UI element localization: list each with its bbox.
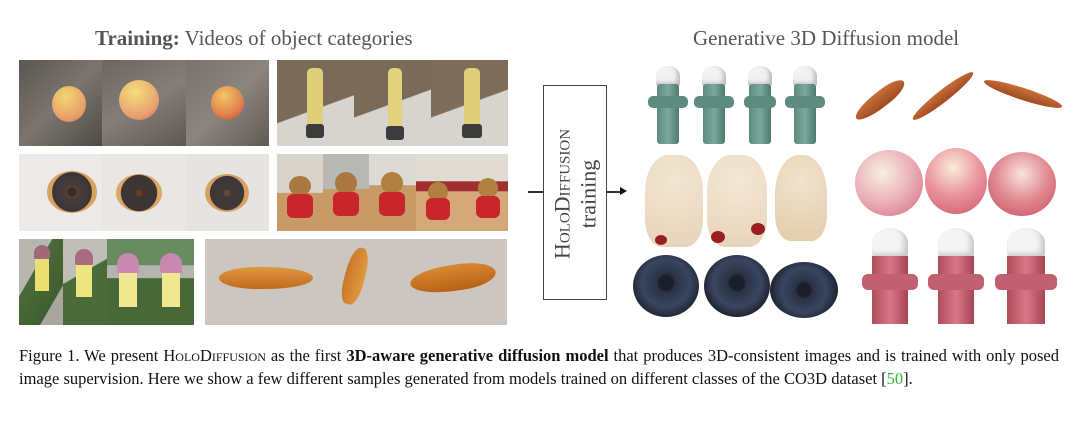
holodiffusion-training-box: HoloDiffusion training	[543, 85, 607, 300]
box-label: HoloDiffusion training	[550, 87, 602, 302]
sample	[860, 228, 920, 324]
sample	[770, 262, 838, 318]
sample	[995, 228, 1057, 324]
sample	[704, 255, 770, 317]
sample	[909, 67, 977, 125]
video-frame	[415, 154, 462, 231]
carrot-video-panel	[205, 239, 507, 325]
caption-text: ].	[903, 369, 913, 388]
video-frame	[369, 154, 416, 231]
input-arrow-line	[528, 191, 543, 193]
sample	[928, 228, 984, 324]
sample	[785, 66, 825, 152]
sample	[855, 150, 923, 216]
sample	[982, 75, 1064, 113]
video-frame	[277, 154, 324, 231]
video-frame	[102, 154, 186, 231]
method-name: HoloDiffusion	[163, 346, 266, 365]
video-frame	[461, 154, 508, 231]
video-frame	[185, 60, 269, 146]
video-frame	[322, 239, 408, 325]
sample	[775, 155, 827, 241]
donut-video-panel	[19, 154, 269, 231]
caption-text: We present	[79, 346, 164, 365]
citation-link[interactable]: 50	[886, 369, 904, 388]
box-label-line2: training	[575, 159, 601, 229]
video-frame	[323, 154, 370, 231]
video-frame	[19, 154, 103, 231]
output-arrow-line	[607, 191, 621, 193]
pink-yellow-hydrant-video-panel	[19, 239, 194, 325]
arrow-head-icon	[620, 187, 627, 195]
sample	[851, 75, 909, 125]
sample	[645, 155, 703, 247]
sample	[988, 152, 1056, 216]
video-frame	[205, 239, 323, 325]
video-frame	[102, 60, 186, 146]
box-label-line1: HoloDiffusion	[549, 128, 575, 260]
training-header: Training: Videos of object categories	[95, 26, 413, 51]
caption-text: that produces 3D-consistent images and i…	[19, 346, 1059, 388]
sample	[633, 255, 699, 317]
apple-video-panel	[19, 60, 269, 146]
sample	[925, 148, 987, 214]
video-frame	[150, 239, 194, 325]
video-frame	[19, 239, 63, 325]
video-frame	[19, 60, 103, 146]
caption-text: as the first	[265, 346, 347, 365]
video-frame	[431, 60, 508, 146]
caption-bold: 3D-aware generative diffusion model	[346, 346, 609, 365]
sample	[740, 66, 780, 152]
figure-caption: Figure 1. We present HoloDiffusion as th…	[19, 344, 1059, 390]
training-header-bold: Training:	[95, 26, 180, 50]
training-header-rest: Videos of object categories	[179, 26, 413, 50]
caption-label: Figure 1.	[19, 346, 80, 365]
video-frame	[277, 60, 354, 146]
sample	[707, 155, 767, 247]
video-frame	[106, 239, 151, 325]
yellow-hydrant-video-panel	[277, 60, 508, 146]
video-frame	[407, 239, 507, 325]
video-frame	[354, 60, 431, 146]
teddybear-video-panel	[277, 154, 508, 231]
video-frame	[62, 239, 107, 325]
generative-header: Generative 3D Diffusion model	[693, 26, 960, 50]
sample	[694, 66, 734, 152]
video-frame	[185, 154, 269, 231]
sample	[648, 66, 688, 152]
